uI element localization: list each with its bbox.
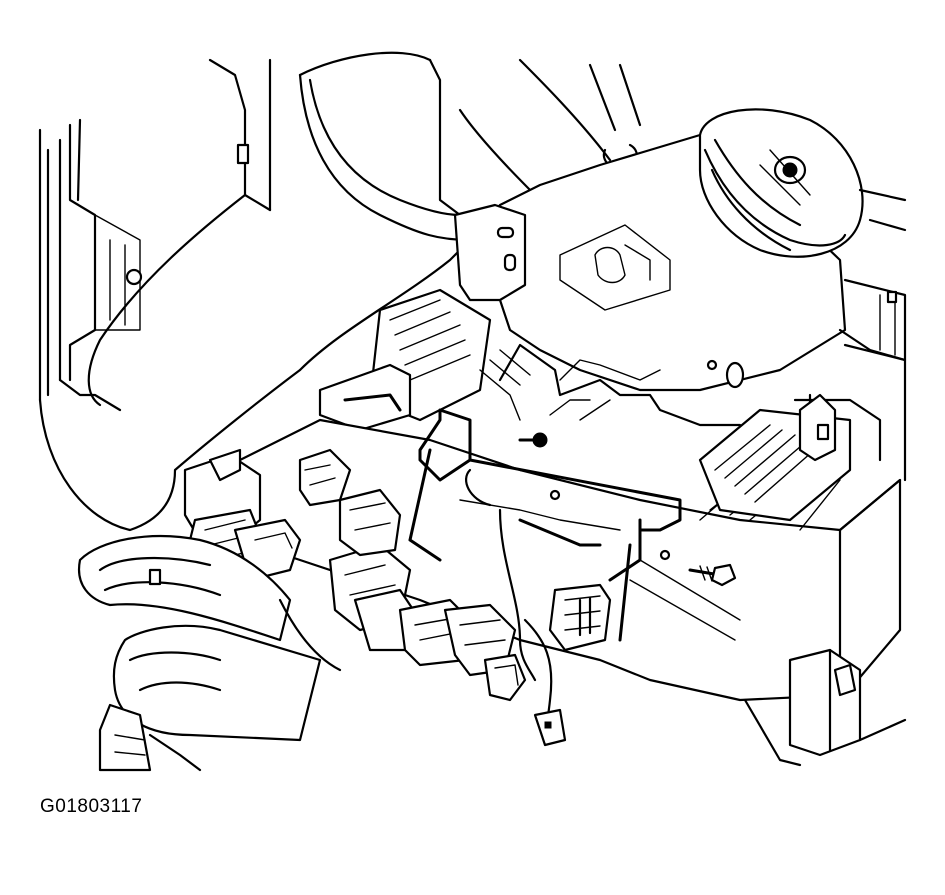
right-connector: [548, 583, 612, 652]
steering-column-shaft: [588, 63, 642, 170]
middle-connectors: [328, 488, 527, 702]
steering-column-wiring-illustration: [38, 51, 907, 772]
left-bracket-module: [318, 288, 492, 432]
lower-right-bracket: [743, 648, 907, 767]
mounting-bolts: [518, 432, 737, 587]
right-lower-module: [698, 393, 852, 522]
ignition-lock-cylinder: [698, 108, 864, 258]
figure-code: G01803117: [40, 796, 143, 817]
wiring-harness-bracket: [408, 408, 682, 642]
mounting-bracket-upper: [453, 203, 527, 302]
lower-column-tube: [77, 534, 342, 772]
wiring-harness: [465, 343, 742, 747]
left-dash-panel: [38, 118, 143, 412]
